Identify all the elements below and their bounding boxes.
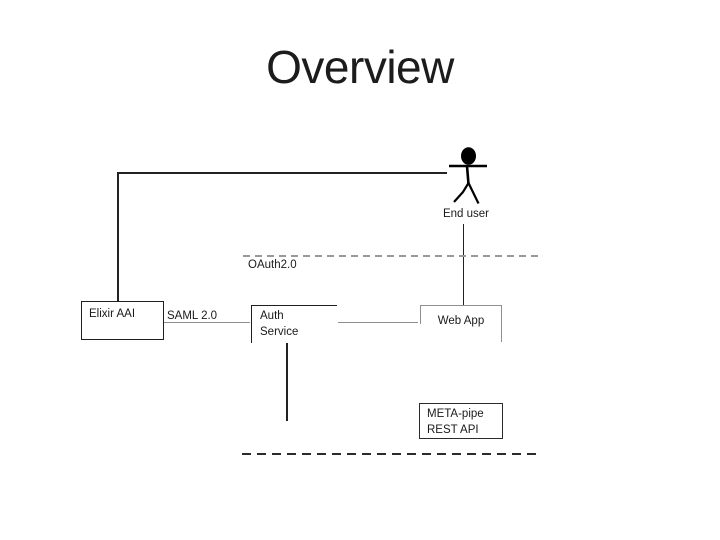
connector-enduser-to-elixir-vertical — [117, 172, 119, 302]
node-meta-pipe-rest-api: META-pipe REST API — [419, 403, 503, 439]
connector-authservice-down — [286, 343, 288, 421]
connector-enduser-to-elixir-horizontal — [117, 172, 447, 174]
meta-pipe-label-line1: META-pipe — [427, 408, 484, 420]
connector-elixir-to-authservice — [164, 322, 250, 324]
stick-figure-head — [461, 147, 476, 165]
auth-service-label-line1: Auth — [260, 310, 284, 322]
webapp-label: Web App — [437, 315, 485, 327]
stick-figure-icon — [449, 147, 487, 204]
dashed-boundary-upper — [243, 255, 543, 257]
elixir-aai-label: Elixir AAI — [89, 308, 136, 320]
connector-authservice-to-webapp — [338, 322, 418, 324]
oauth-label: OAuth2.0 — [248, 259, 297, 271]
connector-enduser-to-webapp — [462, 224, 464, 306]
dashed-boundary-lower — [242, 453, 540, 455]
node-webapp-border-right — [501, 305, 503, 342]
end-user-label: End user — [442, 208, 490, 220]
meta-pipe-label-line2: REST API — [427, 423, 479, 436]
node-auth-service: Auth Service — [251, 305, 337, 343]
auth-service-label-line2: Service — [260, 325, 299, 338]
node-webapp-border-top — [420, 305, 502, 307]
node-elixir-aai: Elixir AAI — [81, 301, 164, 340]
saml-label: SAML 2.0 — [167, 310, 218, 322]
slide-title: Overview — [266, 41, 454, 93]
node-webapp-border-left — [420, 305, 422, 324]
